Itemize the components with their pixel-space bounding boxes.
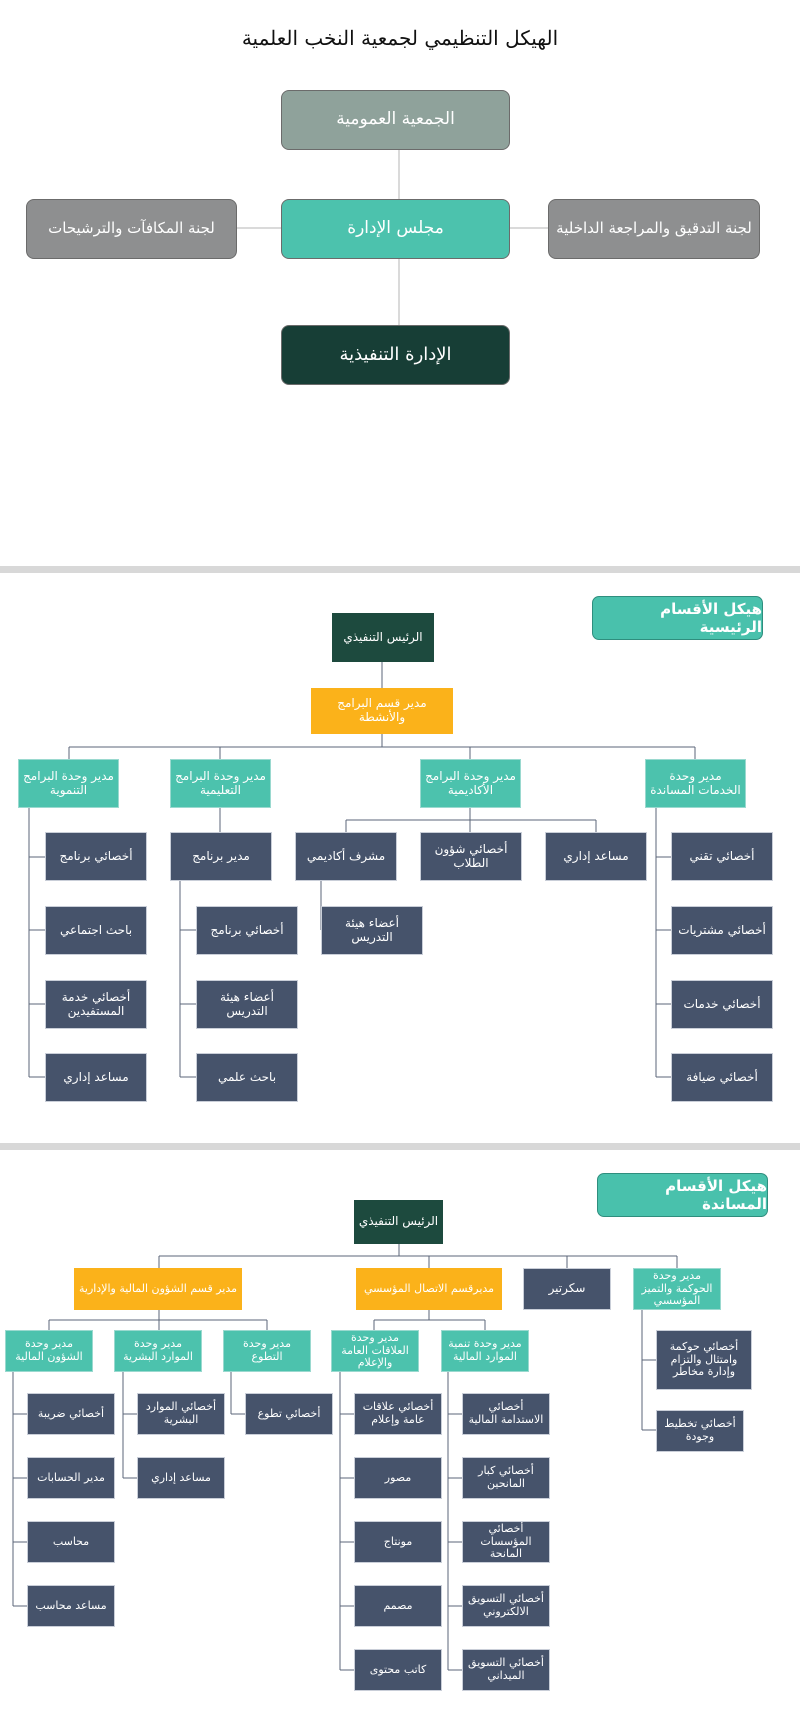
- educational-programs-unit-box: مدير وحدة البرامج التعليمية: [170, 759, 271, 808]
- financial-affairs-staff-box: محاسب: [27, 1521, 115, 1563]
- student-affairs-box: أخصائي شؤون الطلاب: [420, 832, 522, 881]
- development-programs-unit-box: مدير وحدة البرامج التنموية: [18, 759, 119, 808]
- educational-program-manager-box: مدير برنامج: [170, 832, 272, 881]
- financial-affairs-staff-box: مساعد محاسب: [27, 1585, 115, 1627]
- academic-programs-unit-box: مدير وحدة البرامج الأكاديمية: [420, 759, 521, 808]
- financial-affairs-staff-box: مدير الحسابات: [27, 1457, 115, 1499]
- development-staff-box: مساعد إداري: [45, 1053, 147, 1102]
- finance-admin-manager-box: مدير قسم الشؤون المالية والإدارية: [74, 1268, 242, 1310]
- hr-staff-box: أخصائي الموارد البشرية: [137, 1393, 225, 1435]
- support-staff-box: أخصائي تقني: [671, 832, 773, 881]
- development-staff-box: أخصائي برنامج: [45, 832, 147, 881]
- support-staff-box: أخصائي ضيافة: [671, 1053, 773, 1102]
- executive-management-box: الإدارة التنفيذية: [281, 325, 510, 385]
- governance-staff-box: أخصائي حوكمة وامتثال والتزام وإدارة مخاط…: [656, 1330, 752, 1390]
- section-divider: [0, 566, 800, 573]
- educational-staff-box: أخصائي برنامج: [196, 906, 298, 955]
- rewards-committee-box: لجنة المكافآت والترشيحات: [26, 199, 237, 259]
- pr-media-staff-box: أخصائي علاقات عامة وإعلام: [354, 1393, 442, 1435]
- audit-committee-box: لجنة التدقيق والمراجعة الداخلية: [548, 199, 760, 259]
- support-ceo-box: الرئيس التنفيذي: [354, 1200, 443, 1244]
- educational-staff-box: أعضاء هيئة التدريس: [196, 980, 298, 1029]
- governance-unit-box: مدير وحدة الحوكمة والتميز المؤسسي: [633, 1268, 721, 1310]
- academic-admin-assistant-box: مساعد إداري: [545, 832, 647, 881]
- support-sections-label: هيكل الأقسام المساندة: [597, 1173, 768, 1217]
- educational-staff-box: باحث علمي: [196, 1053, 298, 1102]
- volunteering-staff-box: أخصائي تطوع: [245, 1393, 333, 1435]
- board-box: مجلس الإدارة: [281, 199, 510, 259]
- financial-resources-staff-box: أخصائي التسويق الالكتروني: [462, 1585, 550, 1627]
- governance-staff-box: أخصائي تخطيط وجودة: [656, 1410, 744, 1452]
- financial-resources-staff-box: أخصائي كبار المانحين: [462, 1457, 550, 1499]
- pr-media-staff-box: مونتاج: [354, 1521, 442, 1563]
- hr-unit-box: مدير وحدة الموارد البشرية: [114, 1330, 202, 1372]
- pr-media-staff-box: مصمم: [354, 1585, 442, 1627]
- support-staff-box: أخصائي خدمات: [671, 980, 773, 1029]
- support-staff-box: أخصائي مشتريات: [671, 906, 773, 955]
- financial-resources-staff-box: أخصائي الاستدامة المالية: [462, 1393, 550, 1435]
- financial-resources-staff-box: أخصائي التسويق الميداني: [462, 1649, 550, 1691]
- main-ceo-box: الرئيس التنفيذي: [332, 613, 434, 662]
- support-services-unit-box: مدير وحدة الخدمات المساندة: [645, 759, 746, 808]
- academic-supervisor-box: مشرف أكاديمي: [295, 832, 397, 881]
- pr-media-staff-box: مصور: [354, 1457, 442, 1499]
- pr-media-unit-box: مدير وحدة العلاقات العامة والإعلام: [331, 1330, 419, 1372]
- development-staff-box: باحث اجتماعي: [45, 906, 147, 955]
- financial-resources-staff-box: أخصائي المؤسسات المانحة: [462, 1521, 550, 1563]
- financial-affairs-staff-box: أخصائي ضريبة: [27, 1393, 115, 1435]
- academic-faculty-box: أعضاء هيئة التدريس: [321, 906, 423, 955]
- page-title: الهيكل التنظيمي لجمعية النخب العلمية: [241, 26, 559, 50]
- secretary-box: سكرتير: [523, 1268, 611, 1310]
- development-staff-box: أخصائي خدمة المستفيدين: [45, 980, 147, 1029]
- hr-staff-box: مساعد إداري: [137, 1457, 225, 1499]
- pr-media-staff-box: كاتب محتوى: [354, 1649, 442, 1691]
- section-divider: [0, 1143, 800, 1150]
- general-assembly-box: الجمعية العمومية: [281, 90, 510, 150]
- communication-manager-box: مديرقسم الاتصال المؤسسي: [356, 1268, 502, 1310]
- financial-resources-unit-box: مدير وحدة تنمية الموارد المالية: [441, 1330, 529, 1372]
- main-sections-label: هيكل الأقسام الرئيسية: [592, 596, 763, 640]
- financial-affairs-unit-box: مدير وحدة الشؤون المالية: [5, 1330, 93, 1372]
- volunteering-unit-box: مدير وحدة التطوع: [223, 1330, 311, 1372]
- programs-manager-box: مدير قسم البرامج والأنشطة: [311, 688, 453, 734]
